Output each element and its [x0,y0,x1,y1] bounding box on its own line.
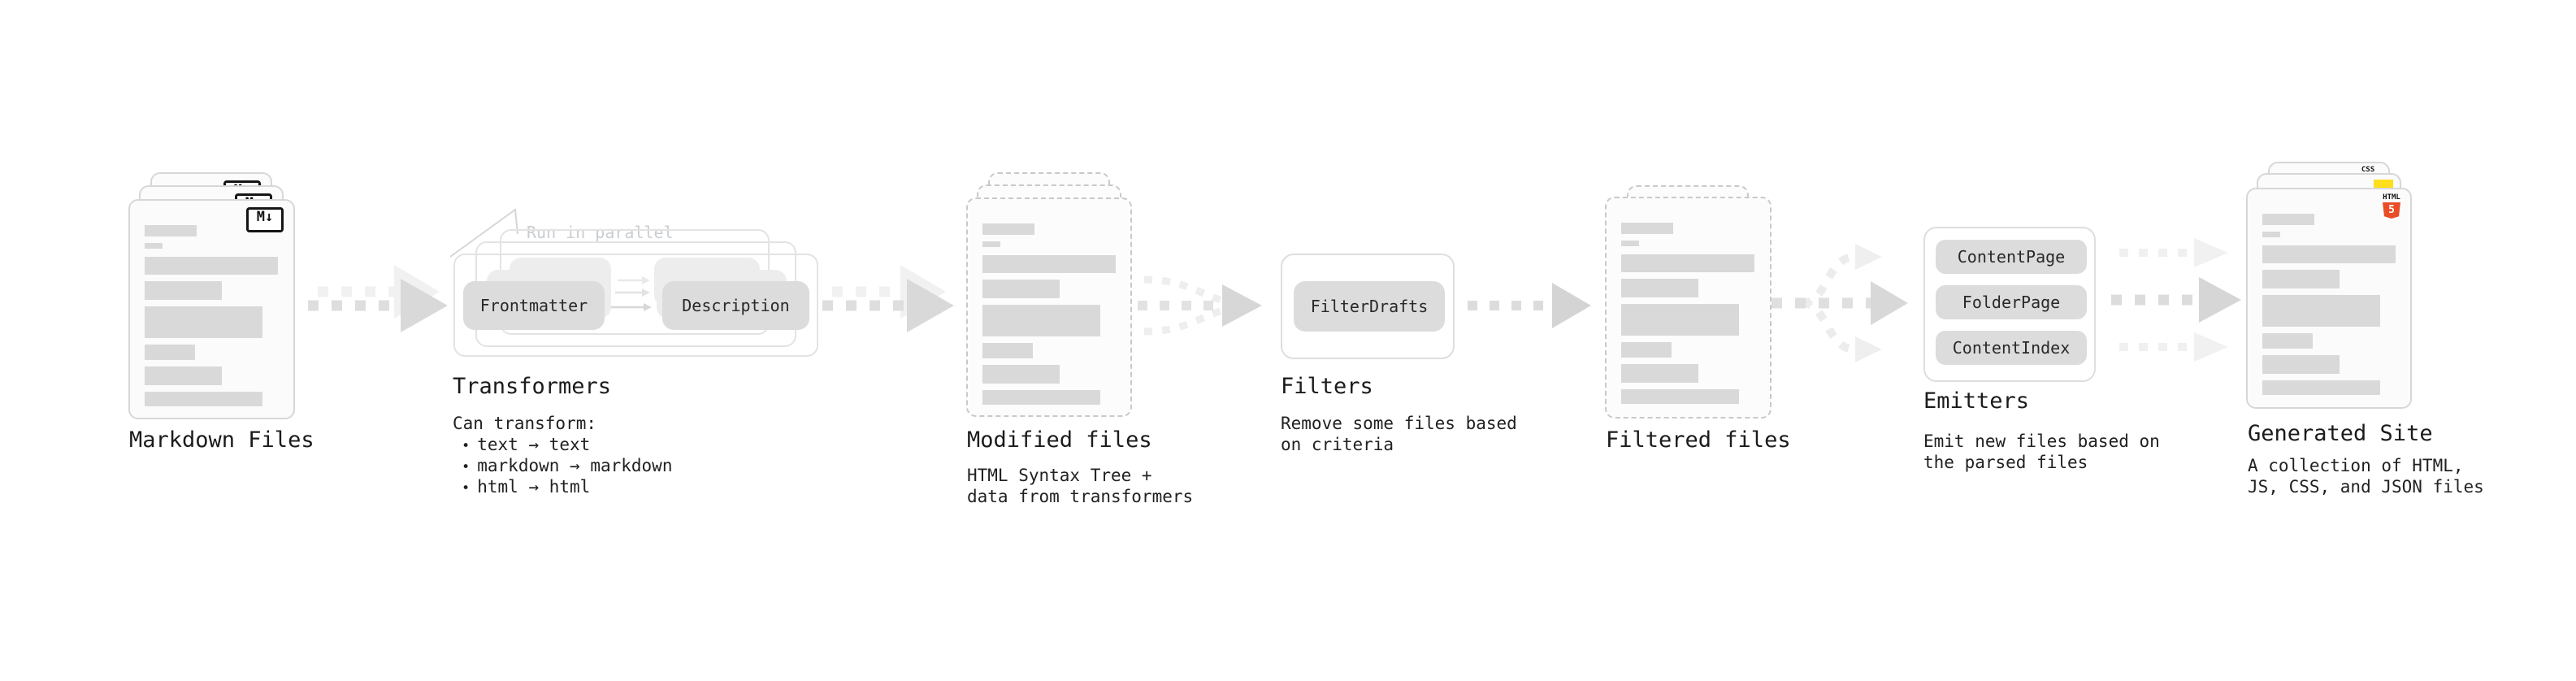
filter-pill-filterdrafts: FilterDrafts [1294,281,1445,332]
dashed-arrow-right-icon [308,265,448,332]
placeholder-bar [2262,333,2313,349]
placeholder-bar [1621,304,1739,336]
modified-files-title: Modified files [967,427,1152,453]
placeholder-bar [2262,270,2340,288]
placeholder-bar [1621,223,1673,234]
placeholder-bar [982,255,1116,273]
filters-title: Filters [1281,374,1373,399]
placeholder-bar [2262,380,2380,395]
emitters-caption: Emit new files based on the parsed files [1923,431,2160,473]
caption-line: Emit new files based on [1923,432,2160,451]
markdown-icon: M↓ [246,207,284,232]
parallel-note: Run in parallel [527,223,674,242]
placeholder-bar [982,241,1000,247]
placeholder-bar [982,223,1034,235]
placeholder-bar [145,225,197,236]
generated-site-title: Generated Site [2248,421,2433,446]
dashed-arrow-right-icon [2119,238,2228,267]
caption-line: A collection of HTML, [2248,456,2464,475]
placeholder-bar [2262,214,2314,225]
caption-line: JS, CSS, and JSON files [2248,477,2484,497]
caption-line: the parsed files [1923,453,2088,472]
transformers-title: Transformers [453,374,612,399]
site-file-card-html: HTML 5 [2246,188,2412,409]
caption-line: HTML Syntax Tree + [967,466,1152,485]
bullet-glyph: • [462,438,471,454]
transformers-caption: Can transform: • text → text • markdown → … [453,413,672,497]
filters-caption: Remove some files based on criteria [1281,413,1517,455]
modified-files-caption: HTML Syntax Tree + data from transformer… [967,465,1193,507]
markdown-files-title: Markdown Files [129,427,314,453]
emitters-panel: ContentPage FolderPage ContentIndex [1923,227,2096,382]
placeholder-bar [1621,241,1639,246]
placeholder-bar [2262,232,2280,237]
placeholder-bar [982,280,1060,298]
caption-line: on criteria [1281,435,1394,454]
dashed-arrow-right-icon [2119,332,2228,362]
dashed-arrow-right-icon [1468,283,1591,328]
bullet-text: markdown → markdown [477,456,673,475]
transformer-pill-frontmatter: Frontmatter [463,281,605,330]
placeholder-bar [2262,245,2396,263]
emitters-title: Emitters [1923,388,2030,414]
placeholder-bar [1621,364,1698,383]
placeholder-bar [982,365,1060,384]
html5-shield-icon: HTML 5 [2381,193,2402,219]
dashed-arrow-right-icon [822,265,954,332]
note-connector-line [449,208,518,258]
placeholder-bar [982,343,1033,358]
modified-file-card-front [966,197,1132,417]
placeholder-bar [2262,355,2340,374]
filtered-files-title: Filtered files [1606,427,1791,453]
caption-line: Remove some files based [1281,414,1517,433]
placeholder-bar [982,390,1100,405]
placeholder-bar [145,306,262,338]
placeholder-bar [145,367,222,385]
css-badge-label: CSS [2361,166,2375,174]
emitter-pill-contentindex: ContentIndex [1936,331,2087,365]
emitter-pill-folderpage: FolderPage [1936,285,2087,319]
transformer-layer-front: Frontmatter Description [453,254,818,357]
placeholder-bar [1621,342,1672,358]
bullet-glyph: • [462,480,471,497]
placeholder-bar [982,305,1100,336]
placeholder-bar [145,281,222,300]
parallel-arrows-icon [611,276,652,311]
placeholder-bar [1621,389,1739,404]
emitter-pill-contentpage: ContentPage [1936,240,2087,274]
filtered-file-card-front [1605,197,1772,419]
caption-bullet: • text → text [453,434,672,455]
merge-arrows-icon [1138,275,1262,336]
placeholder-bar [1621,279,1698,297]
placeholder-bar [2262,295,2380,327]
placeholder-bar [145,392,262,406]
placeholder-bar [145,257,278,275]
caption-line: data from transformers [967,487,1194,506]
caption-line: Can transform: [453,414,597,433]
placeholder-bar [145,243,163,249]
generated-site-caption: A collection of HTML, JS, CSS, and JSON … [2248,455,2484,497]
caption-bullet: • markdown → markdown [453,455,672,476]
dashed-arrow-right-icon [2111,277,2241,323]
split-arrows-icon [1772,244,1908,362]
html5-label: HTML [2383,193,2400,202]
bullet-text: html → html [477,477,591,497]
caption-bullet: • html → html [453,476,672,497]
transformer-pill-description: Description [662,281,809,330]
placeholder-bar [145,345,195,360]
markdown-file-card-front: M↓ [128,199,295,419]
bullet-text: text → text [477,435,591,454]
bullet-glyph: • [462,459,471,475]
html5-shield-number: 5 [2383,202,2400,219]
placeholder-bar [1621,254,1754,272]
filters-panel: FilterDrafts [1281,254,1455,359]
